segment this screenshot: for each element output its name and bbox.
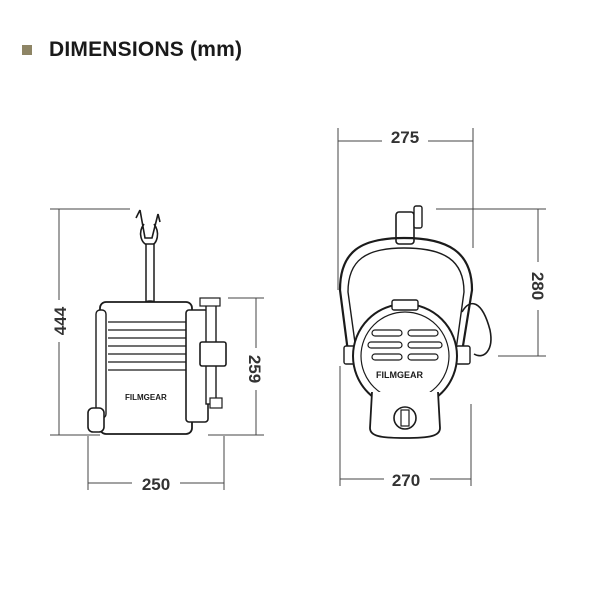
front-yoke-height-dimension: 280	[436, 208, 547, 357]
front-yoke-height-label: 280	[528, 272, 547, 300]
heading-title: DIMENSIONS (mm)	[49, 38, 243, 61]
side-height-label: 444	[51, 306, 70, 335]
front-yoke-width-dimension: 275	[337, 128, 474, 290]
heading-bullet	[22, 45, 32, 55]
front-brand-label: FILMGEAR	[376, 370, 423, 380]
side-brand-label: FILMGEAR	[125, 393, 167, 402]
side-view-fixture: FILMGEAR	[87, 209, 227, 435]
front-view-fixture: FILMGEAR	[338, 205, 492, 439]
side-height-dimension: 444	[50, 208, 130, 436]
side-depth-label: 250	[142, 475, 170, 494]
side-depth-dimension: 250	[87, 436, 225, 494]
side-lens-height-label: 259	[245, 355, 264, 383]
side-lens-height-dimension: 259	[208, 297, 264, 436]
front-yoke-width-label: 275	[391, 128, 419, 147]
front-base-width-dimension: 270	[339, 366, 472, 490]
front-base-width-label: 270	[392, 471, 420, 490]
section-heading: DIMENSIONS (mm)	[22, 38, 242, 62]
